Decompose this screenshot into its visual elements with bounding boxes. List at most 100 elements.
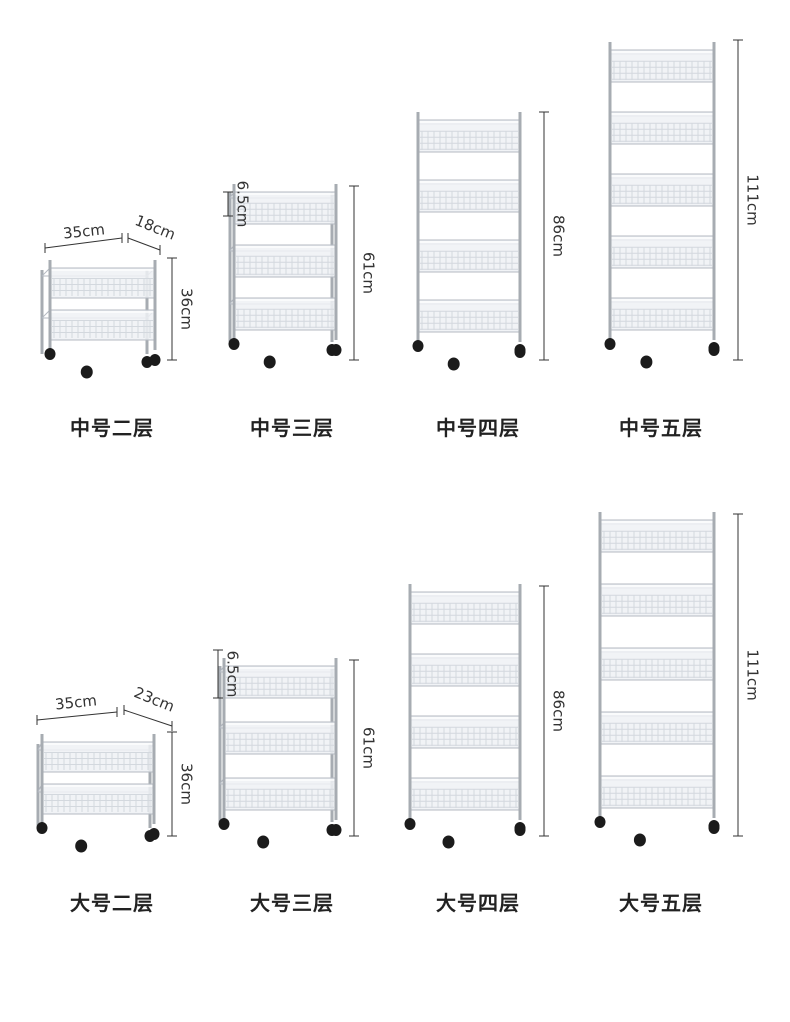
wheel	[594, 816, 606, 828]
dim-height-m5: 111cm	[733, 39, 762, 361]
basket-2	[609, 111, 715, 145]
basket-2	[37, 783, 155, 815]
basket-front	[409, 715, 521, 749]
wheel	[228, 338, 240, 350]
shelf-cart-m3	[228, 184, 342, 369]
basket-4	[417, 299, 521, 333]
wheel	[447, 357, 460, 371]
basket-3	[409, 715, 521, 749]
wheel	[44, 348, 56, 360]
dim-width-m2: 35cm	[44, 220, 123, 253]
basket-front	[417, 299, 521, 333]
dim-label: 36cm	[178, 288, 196, 330]
basket-2	[229, 244, 337, 278]
basket-2	[409, 653, 521, 687]
basket-front	[409, 777, 521, 811]
dim-label: 61cm	[360, 252, 378, 294]
basket-front	[223, 777, 337, 811]
basket-3	[609, 173, 715, 207]
basket-front	[599, 583, 715, 617]
dim-label: 36cm	[178, 763, 196, 805]
wheel	[640, 355, 653, 369]
dim-height-l3: 61cm	[349, 659, 378, 837]
basket-front	[599, 711, 715, 745]
dim-label: 23cm	[131, 683, 177, 715]
basket-1	[609, 49, 715, 83]
wheel	[148, 828, 160, 840]
wheel	[257, 835, 270, 849]
wheel	[404, 818, 416, 830]
shelf-cart-l4	[404, 584, 526, 849]
dim-label: 111cm	[744, 174, 762, 226]
dim-height-m2: 36cm	[167, 257, 196, 361]
caption-large-3-tier: 大号三层	[250, 891, 334, 915]
basket-3	[219, 777, 337, 811]
shelf-cart-l2	[36, 734, 160, 853]
wheel	[330, 824, 342, 836]
wheel	[514, 346, 526, 358]
dim-label: 6.5cm	[234, 181, 252, 228]
dim-label: 6.5cm	[224, 651, 242, 698]
basket-2	[219, 721, 337, 755]
dim-line	[127, 237, 161, 251]
wheel	[442, 835, 455, 849]
caption-medium-3-tier: 中号三层	[250, 416, 334, 440]
dim-label: 35cm	[54, 691, 98, 713]
basket-front	[599, 519, 715, 553]
basket-1	[409, 591, 521, 625]
shelf-cart-m2	[40, 260, 161, 379]
basket-4	[609, 235, 715, 269]
basket-front	[599, 647, 715, 681]
basket-4	[409, 777, 521, 811]
basket-3	[417, 239, 521, 273]
caption-medium-2-tier: 中号二层	[70, 416, 154, 440]
wheel	[218, 818, 230, 830]
wheel	[149, 354, 161, 366]
dim-label: 111cm	[744, 649, 762, 701]
wheel	[708, 344, 720, 356]
basket-front	[417, 179, 521, 213]
basket-front	[409, 653, 521, 687]
shelf-cart-l5	[594, 512, 720, 847]
basket-front	[41, 741, 155, 773]
wheel	[330, 344, 342, 356]
basket-1	[41, 267, 156, 299]
dim-height-l4: 86cm	[539, 585, 568, 837]
caption-large-4-tier: 大号四层	[436, 891, 520, 915]
basket-front	[233, 297, 337, 331]
basket-4	[599, 711, 715, 745]
dim-gap-m3: 6.5cm	[223, 181, 252, 228]
wheel	[80, 365, 93, 379]
basket-front	[417, 119, 521, 153]
basket-3	[599, 647, 715, 681]
basket-front	[599, 775, 715, 809]
wheel	[412, 340, 424, 352]
wheel	[36, 822, 48, 834]
dim-line	[44, 237, 123, 249]
wheel	[633, 833, 646, 847]
basket-2	[599, 583, 715, 617]
dim-line	[36, 711, 118, 721]
basket-1	[37, 741, 155, 773]
basket-front	[233, 244, 337, 278]
shelf-cart-l3	[218, 658, 342, 849]
dim-label: 86cm	[550, 690, 568, 732]
dim-height-m3: 61cm	[349, 185, 378, 361]
caption-medium-5-tier: 中号五层	[619, 416, 703, 440]
wheel	[75, 839, 88, 853]
dim-line	[123, 709, 173, 727]
dim-height-l5: 111cm	[733, 513, 762, 837]
dim-label: 61cm	[360, 727, 378, 769]
caption-large-2-tier: 大号二层	[70, 891, 154, 915]
basket-front	[223, 721, 337, 755]
dim-label: 35cm	[62, 220, 106, 242]
dim-depth-m2: 18cm	[127, 211, 178, 255]
wheel	[263, 355, 276, 369]
shelf-cart-m5	[604, 42, 720, 369]
wheel	[514, 824, 526, 836]
basket-5	[599, 775, 715, 809]
basket-front	[233, 191, 337, 225]
caption-large-5-tier: 大号五层	[619, 891, 703, 915]
basket-1	[219, 665, 337, 699]
